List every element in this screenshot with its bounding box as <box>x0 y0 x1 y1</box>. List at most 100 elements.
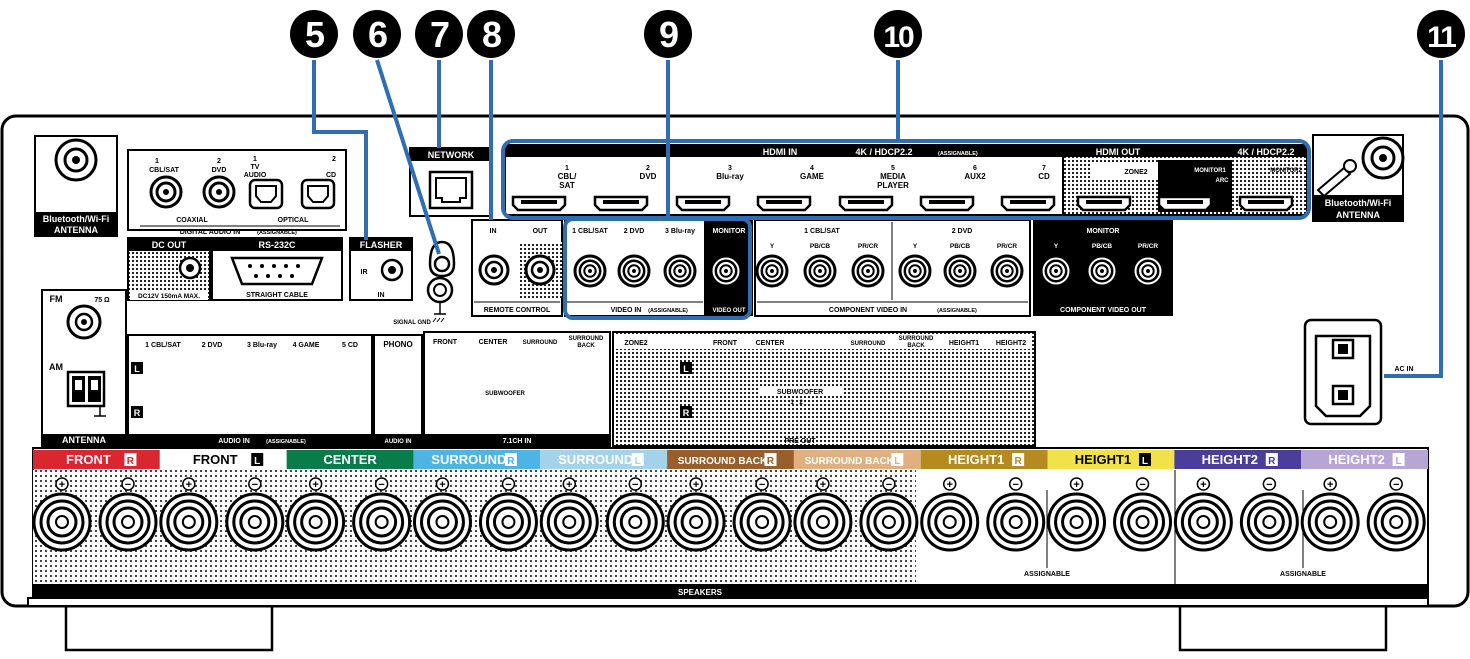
digital-assignable: (ASSIGNABLE) <box>257 230 297 236</box>
hdmi-in-port-7[interactable] <box>1000 195 1056 212</box>
speaker-terminal-1-plus[interactable]: + <box>32 477 92 552</box>
hdmi-in-port-2[interactable] <box>593 195 649 212</box>
video-in-p3: 3 Blu-ray <box>665 228 695 235</box>
callout-number-5: 5 <box>305 14 325 55</box>
preout-title: PRE OUT <box>784 438 816 445</box>
hdmi-in-port-3[interactable] <box>675 195 731 212</box>
audio-in-p4: 4 GAME <box>293 342 320 349</box>
7-1ch-in: FRONT CENTER SURROUND SURROUND BACK SUBW… <box>423 331 611 447</box>
hdmi-in-assignable: (ASSIGNABLE) <box>938 151 978 157</box>
am-terminal[interactable] <box>66 370 106 417</box>
speaker-sign-6-0: + <box>693 479 699 491</box>
ch71-subwoofer: SUBWOOFER <box>485 391 525 397</box>
speaker-side-11: L <box>1396 456 1402 467</box>
audio-in-r: R <box>134 408 141 418</box>
video-out-title: VIDEO OUT <box>712 308 745 314</box>
flasher: FLASHER IR IN <box>349 237 413 301</box>
speaker-terminal-6-plus[interactable]: + <box>666 477 726 552</box>
speaker-terminal-3-minus[interactable]: − <box>352 477 412 552</box>
component-in-g2: 2 DVD <box>952 228 973 235</box>
hdmi-in-port-6[interactable] <box>919 195 975 212</box>
speaker-terminal-10-minus[interactable]: − <box>1239 477 1299 552</box>
hdmi-in-spec: 4K / HDCP2.2 <box>855 147 912 157</box>
speaker-terminal-9-plus[interactable]: + <box>1047 477 1107 552</box>
remote-in-jack[interactable] <box>478 254 510 286</box>
rs232-port[interactable] <box>230 256 324 286</box>
component-in-jack-4[interactable] <box>898 254 932 288</box>
component-out-jack-2[interactable] <box>1085 254 1119 288</box>
bluetooth-antenna-right[interactable]: Bluetooth/Wi-Fi ANTENNA <box>1312 134 1405 222</box>
speaker-side-box-2 <box>251 453 264 466</box>
video-out-monitor-jack[interactable] <box>709 254 743 288</box>
preout-h2: HEIGHT2 <box>996 340 1026 347</box>
hdmi-in-num-2: 2 <box>646 165 650 172</box>
coaxial-jack-1[interactable] <box>149 175 183 209</box>
remote-out-jack[interactable] <box>524 254 556 286</box>
speaker-terminal-4-plus[interactable]: + <box>412 477 472 552</box>
component-in-sub-0: Y <box>770 243 775 250</box>
ch71-sb1: SURROUND <box>569 336 604 342</box>
bluetooth-antenna-left[interactable]: Bluetooth/Wi-Fi ANTENNA <box>34 135 118 237</box>
video-in-jack-3[interactable] <box>663 254 697 288</box>
ch71-title: 7.1CH IN <box>503 438 532 445</box>
hdmi-in-name-1: CBL/ <box>558 172 577 181</box>
audio-in: 1 CBL/SAT 2 DVD 3 Blu-ray 4 GAME 5 CD L … <box>127 334 373 447</box>
speaker-terminal-5-plus[interactable]: + <box>539 477 599 552</box>
speaker-terminal-7-minus[interactable]: − <box>859 477 919 552</box>
speaker-terminal-2-minus[interactable]: − <box>225 477 285 552</box>
speaker-terminal-7-plus[interactable]: + <box>793 477 853 552</box>
speaker-sign-2-0: + <box>186 479 192 491</box>
digital-label-2: 2 <box>217 158 221 165</box>
component-in-jack-1[interactable] <box>755 254 789 288</box>
component-in-jack-5[interactable] <box>943 254 977 288</box>
speaker-terminal-6-minus[interactable]: − <box>732 477 792 552</box>
speaker-terminal-9-minus[interactable]: − <box>1113 477 1173 552</box>
flasher-ir: IR <box>361 269 368 276</box>
component-out-sub-2: PR/CR <box>1138 243 1159 250</box>
speaker-label-11: HEIGHT2 <box>1328 452 1384 467</box>
foot-right <box>1178 600 1388 652</box>
video-in-assignable: (ASSIGNABLE) <box>648 308 688 314</box>
speaker-terminal-8-minus[interactable]: − <box>986 477 1046 552</box>
speaker-sign-5-1: − <box>632 479 638 491</box>
speaker-terminal-5-minus[interactable]: − <box>605 477 665 552</box>
speaker-sign-4-0: + <box>439 479 445 491</box>
ac-inlet[interactable] <box>1303 318 1383 426</box>
speaker-terminal-11-minus[interactable]: − <box>1366 477 1426 552</box>
dc-out-jack[interactable] <box>178 256 202 280</box>
component-in-jack-2[interactable] <box>803 254 837 288</box>
hdmi-out-zone2-port[interactable] <box>1076 195 1132 212</box>
hdmi-out-monitor2-port[interactable] <box>1238 195 1294 212</box>
speaker-terminal-3-plus[interactable]: + <box>286 477 346 552</box>
ethernet-port[interactable] <box>428 170 474 210</box>
component-in-jack-3[interactable] <box>851 254 885 288</box>
optical-jack-1[interactable] <box>248 178 284 210</box>
speaker-terminal-11-plus[interactable]: + <box>1300 477 1360 552</box>
video-in-jack-2[interactable] <box>617 254 651 288</box>
coaxial-label: COAXIAL <box>176 217 208 224</box>
flasher-jack[interactable] <box>380 258 404 282</box>
hdmi-in-port-4[interactable] <box>756 195 812 212</box>
speaker-terminal-4-minus[interactable]: − <box>478 477 538 552</box>
signal-gnd-label: SIGNAL GND <box>393 320 431 326</box>
preout-surround: SURROUND <box>851 341 886 347</box>
video-in-jack-1[interactable] <box>573 254 607 288</box>
speaker-sign-11-0: + <box>1327 479 1333 491</box>
hdmi-in-port-5[interactable] <box>838 195 894 212</box>
speaker-terminal-8-plus[interactable]: + <box>920 477 980 552</box>
coaxial-jack-2[interactable] <box>202 175 236 209</box>
component-out-jack-1[interactable] <box>1039 254 1073 288</box>
speaker-terminal-1-minus[interactable]: − <box>98 477 158 552</box>
hdmi-in-num-5: 5 <box>891 165 895 172</box>
hdmi-in-port-1[interactable] <box>511 195 567 212</box>
component-in-jack-6[interactable] <box>990 254 1024 288</box>
speaker-sign-10-0: + <box>1200 479 1206 491</box>
speaker-side-9: L <box>1142 456 1148 467</box>
component-in-title: COMPONENT VIDEO IN <box>829 307 907 314</box>
speaker-terminal-2-plus[interactable]: + <box>159 477 219 552</box>
optical-jack-2[interactable] <box>300 178 336 210</box>
component-out-jack-3[interactable] <box>1131 254 1165 288</box>
fm-jack[interactable] <box>66 304 102 340</box>
dc-out-title: DC OUT <box>152 240 187 250</box>
hdmi-out-monitor1-port[interactable] <box>1157 195 1213 212</box>
